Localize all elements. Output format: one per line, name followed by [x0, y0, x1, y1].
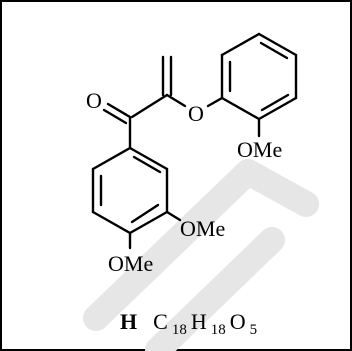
methoxy-top-label: OMe [237, 137, 282, 162]
ring-a-double-2 [130, 203, 160, 224]
ring-b-double-3 [260, 93, 290, 112]
compound-label: H [120, 309, 137, 334]
methoxy-para-label: OMe [108, 251, 153, 276]
formula-o: O [230, 309, 246, 334]
compound-formula: H C 18 H 18 O 5 [120, 309, 257, 338]
ring-a-bond-3 [128, 210, 169, 235]
ring-a-bond-1 [128, 146, 169, 171]
ring-b-double-2 [259, 41, 289, 60]
ether-oxygen-label: O [188, 101, 204, 126]
methoxy-meta-label: OMe [180, 216, 225, 241]
formula-c: C [153, 309, 168, 334]
watermark-shape [83, 159, 319, 351]
ring-b-bond-2 [220, 32, 261, 57]
ring-b-bond-3 [257, 32, 298, 57]
ring-b-bond-5 [257, 96, 298, 121]
carbonyl-bond-1 [106, 102, 132, 119]
formula-c-count: 18 [172, 322, 187, 338]
carbonyl-bond-2 [102, 108, 128, 125]
carbonyl-oxygen-label: O [86, 88, 102, 113]
formula-o-count: 5 [250, 322, 258, 338]
bond-ring-ome-meta [165, 210, 182, 222]
formula-h-count: 18 [211, 322, 226, 338]
bond-alkene-ether [165, 93, 187, 108]
ring-a-double-1 [132, 155, 162, 174]
bond-alkene-carbonyl [130, 93, 169, 119]
ring-a-bond-4 [91, 210, 132, 235]
bond-ether-ring [206, 96, 224, 108]
ring-b-bond-6 [220, 96, 261, 121]
formula-h: H [191, 309, 207, 334]
ring-a-bond-6 [91, 146, 132, 171]
